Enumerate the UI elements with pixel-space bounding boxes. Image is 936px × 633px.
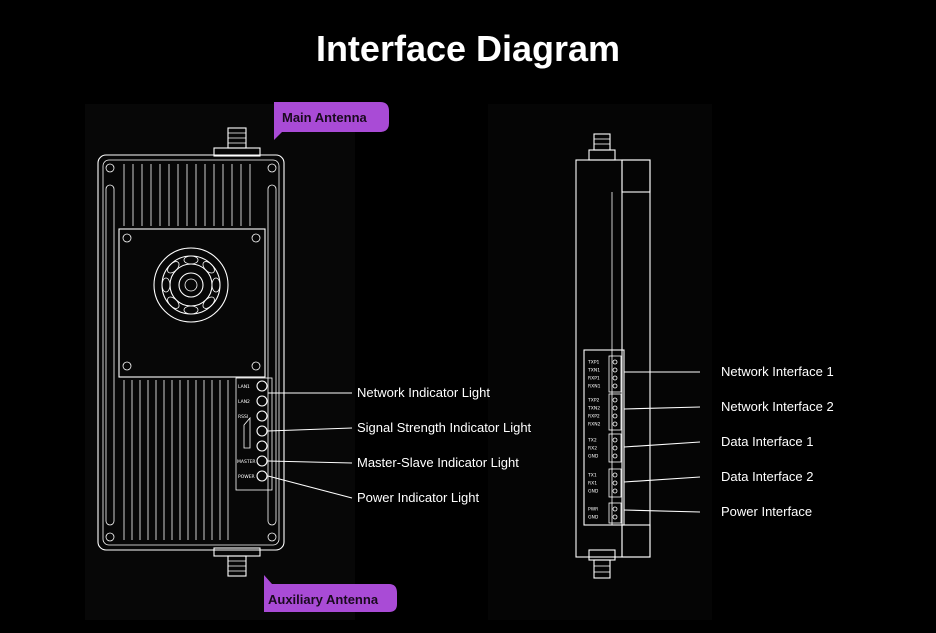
led-rssi-1 xyxy=(256,410,268,422)
led-label-master: MASTER xyxy=(237,459,256,465)
pin-label: RX1 xyxy=(588,481,597,487)
pin-label: RXN1 xyxy=(588,384,601,390)
main-antenna-label: Main Antenna xyxy=(282,110,368,125)
pin-label: RXP2 xyxy=(588,414,600,420)
pin-label: TXP1 xyxy=(587,360,600,366)
right-device-panel xyxy=(488,104,712,620)
pin-label: TXN1 xyxy=(587,368,600,374)
page-title: Interface Diagram xyxy=(315,28,621,69)
led-rssi-3 xyxy=(256,440,268,452)
pin-label: GND xyxy=(588,489,599,495)
network-interface-1-label: Network Interface 1 xyxy=(721,364,834,379)
network-indicator-light-label: Network Indicator Light xyxy=(357,385,490,400)
fan-icon xyxy=(161,255,221,315)
data-interface-2-label: Data Interface 2 xyxy=(721,469,814,484)
auxiliary-antenna-tag: Auxiliary Antenna xyxy=(264,575,397,612)
power-indicator-light-label: Power Indicator Light xyxy=(357,490,480,505)
heat-sink-fins-bottom xyxy=(123,380,229,540)
signal-strength-indicator-light-label: Signal Strength Indicator Light xyxy=(357,420,532,435)
led-master-slave xyxy=(256,455,268,467)
pin-label: TXP2 xyxy=(587,398,600,404)
right-leader-lines xyxy=(623,371,701,513)
auxiliary-antenna-label: Auxiliary Antenna xyxy=(268,592,379,607)
led-label-lan1: LAN1 xyxy=(238,384,250,390)
pin-label: RX2 xyxy=(588,446,597,452)
pin-label: RXN2 xyxy=(588,422,601,428)
led-rssi-2 xyxy=(256,425,268,437)
network-interface-2-label: Network Interface 2 xyxy=(721,399,834,414)
auxiliary-antenna-connector xyxy=(213,547,261,577)
main-antenna-connector xyxy=(213,127,261,157)
heat-sink-fins-top xyxy=(123,164,251,226)
led-label-power: POWER xyxy=(238,474,255,480)
side-view-device: TXP1TXN1RXP1RXN1TXP2TXN2RXP2RXN2TX2RX2GN… xyxy=(575,133,651,579)
led-lan2 xyxy=(256,395,268,407)
data-interface-1-label: Data Interface 1 xyxy=(721,434,814,449)
signal-strength-icon xyxy=(243,416,251,449)
led-lan1 xyxy=(256,380,268,392)
master-slave-indicator-light-label: Master-Slave Indicator Light xyxy=(357,455,519,470)
front-view-device: LAN1 LAN2 RSSI MASTER POWER xyxy=(97,127,285,577)
led-power xyxy=(256,470,268,482)
indicator-led-strip: LAN1 LAN2 RSSI MASTER POWER xyxy=(235,377,273,491)
main-antenna-tag: Main Antenna xyxy=(274,102,389,140)
led-label-lan2: LAN2 xyxy=(238,399,250,405)
pin-label: TX2 xyxy=(587,438,597,444)
left-leader-lines xyxy=(267,392,353,499)
pin-label: TXN2 xyxy=(587,406,600,412)
led-label-rssi: RSSI xyxy=(238,414,248,420)
pin-label: GND xyxy=(588,515,599,521)
interface-connector-block: TXP1TXN1RXP1RXN1TXP2TXN2RXP2RXN2TX2RX2GN… xyxy=(583,349,625,526)
pin-label: RXP1 xyxy=(588,376,600,382)
pin-label: TX1 xyxy=(587,473,597,479)
pin-label: PWR xyxy=(588,507,598,513)
fan-plate xyxy=(118,228,266,378)
power-interface-label: Power Interface xyxy=(721,504,812,519)
pin-label: GND xyxy=(588,454,599,460)
